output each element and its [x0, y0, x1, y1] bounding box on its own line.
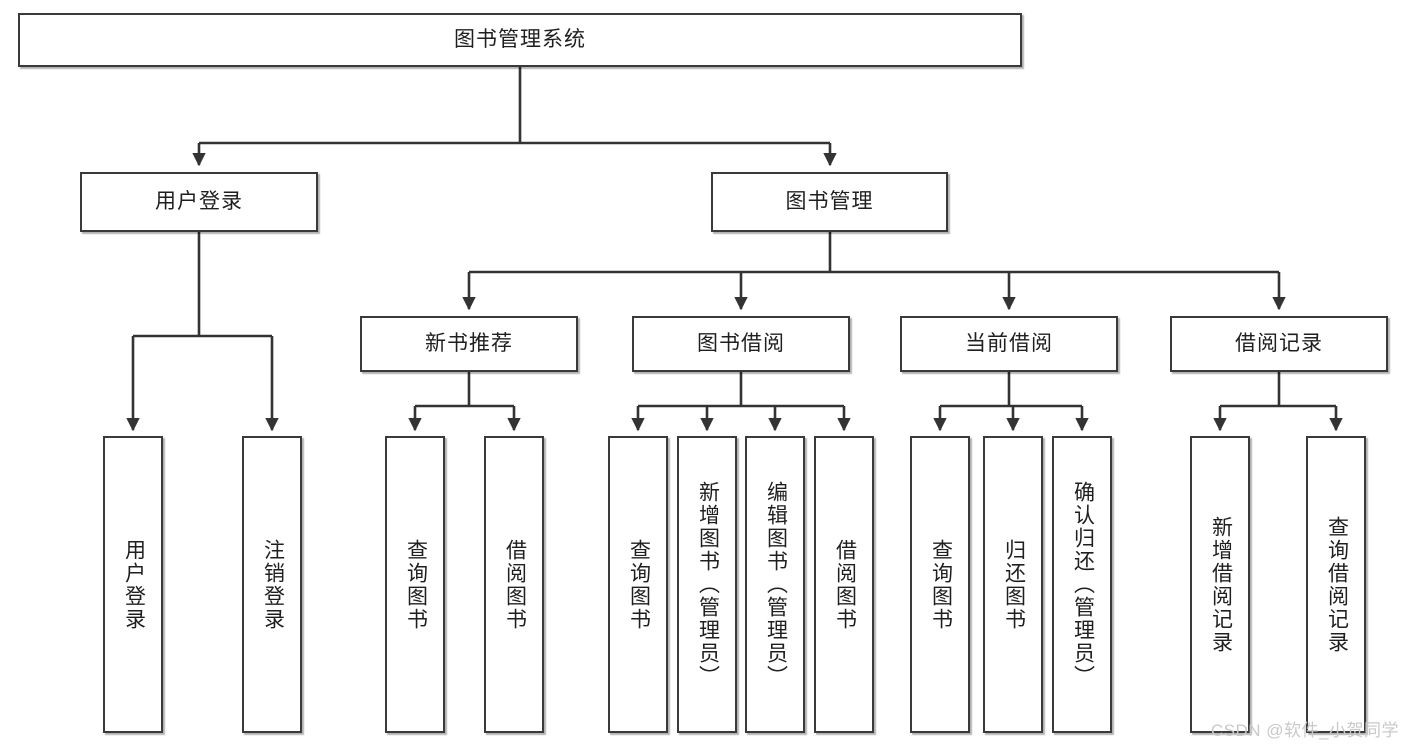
node-borrow-record[interactable]: 借阅记录: [1170, 316, 1388, 372]
node-leaf-add-record[interactable]: 新增借阅记录: [1190, 436, 1250, 733]
node-leaf-query-book-2[interactable]: 查询图书: [608, 436, 668, 733]
node-leaf-confirm-return-label: 确认归还（管理员）: [1071, 481, 1095, 688]
node-leaf-confirm-return[interactable]: 确认归还（管理员）: [1052, 436, 1112, 733]
node-book-manage-label: 图书管理: [785, 189, 874, 213]
node-leaf-query-record-label: 查询借阅记录: [1325, 515, 1349, 654]
node-leaf-add-book-label: 新增图书（管理员）: [696, 481, 720, 688]
node-leaf-query-book-3-label: 查询图书: [929, 538, 953, 631]
node-leaf-query-book-3[interactable]: 查询图书: [910, 436, 970, 733]
node-leaf-add-record-label: 新增借阅记录: [1209, 515, 1233, 654]
node-user-login-label: 用户登录: [155, 189, 243, 213]
node-leaf-return-book[interactable]: 归还图书: [983, 436, 1043, 733]
node-leaf-user-logout-label: 注销登录: [261, 538, 285, 631]
node-leaf-borrow-book-2-label: 借阅图书: [833, 538, 857, 631]
node-book-borrow-label: 图书借阅: [697, 331, 785, 355]
node-new-book-rec-label: 新书推荐: [425, 331, 513, 355]
node-leaf-edit-book[interactable]: 编辑图书（管理员）: [745, 436, 805, 733]
node-leaf-query-book-1[interactable]: 查询图书: [385, 436, 445, 733]
node-leaf-borrow-book-1[interactable]: 借阅图书: [484, 436, 544, 733]
node-root[interactable]: 图书管理系统: [18, 13, 1022, 67]
node-root-label: 图书管理系统: [454, 27, 586, 51]
node-leaf-edit-book-label: 编辑图书（管理员）: [764, 481, 788, 688]
node-leaf-return-book-label: 归还图书: [1002, 538, 1026, 631]
node-leaf-user-login[interactable]: 用户登录: [103, 436, 163, 733]
watermark: CSDN @软件_小贺同学: [1210, 721, 1399, 740]
node-current-borrow-label: 当前借阅: [965, 331, 1053, 355]
node-current-borrow[interactable]: 当前借阅: [900, 316, 1118, 372]
node-leaf-borrow-book-1-label: 借阅图书: [503, 538, 527, 631]
node-leaf-add-book[interactable]: 新增图书（管理员）: [677, 436, 737, 733]
node-user-login[interactable]: 用户登录: [80, 172, 318, 232]
node-leaf-user-login-label: 用户登录: [122, 538, 146, 631]
node-leaf-user-logout[interactable]: 注销登录: [242, 436, 302, 733]
node-book-borrow[interactable]: 图书借阅: [632, 316, 850, 372]
node-borrow-record-label: 借阅记录: [1235, 331, 1323, 355]
node-new-book-rec[interactable]: 新书推荐: [360, 316, 578, 372]
node-leaf-borrow-book-2[interactable]: 借阅图书: [814, 436, 874, 733]
node-leaf-query-book-2-label: 查询图书: [627, 538, 651, 631]
node-book-manage[interactable]: 图书管理: [711, 172, 948, 232]
node-leaf-query-record[interactable]: 查询借阅记录: [1306, 436, 1366, 733]
node-leaf-query-book-1-label: 查询图书: [404, 538, 428, 631]
